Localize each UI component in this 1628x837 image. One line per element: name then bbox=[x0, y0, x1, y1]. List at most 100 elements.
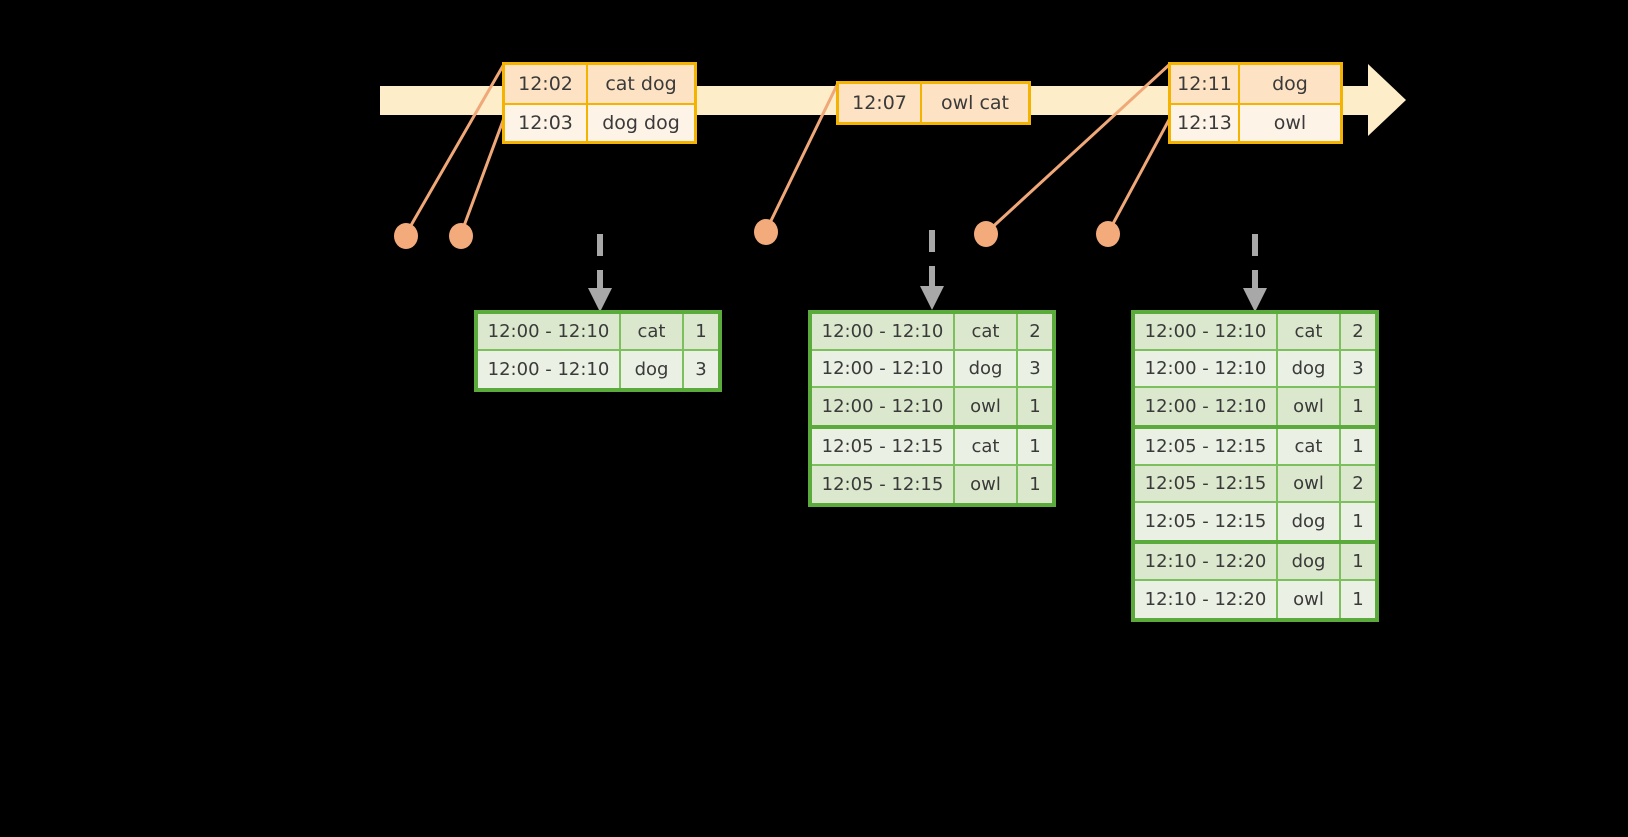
cell-count: 1 bbox=[1029, 474, 1041, 495]
event-group-1: 12:02 cat dog 12:03 dog dog bbox=[502, 62, 697, 144]
connector-dot bbox=[974, 221, 998, 247]
connector-dot bbox=[449, 223, 473, 249]
cell-count: 2 bbox=[1352, 473, 1364, 494]
dashed-arrows bbox=[597, 230, 1258, 288]
timeline-arrow-head-icon bbox=[1368, 64, 1406, 136]
table-row: 12:05 - 12:15 dog 1 bbox=[1135, 503, 1375, 540]
event-row: 12:11 dog bbox=[1171, 65, 1340, 103]
cell-count: 3 bbox=[1352, 358, 1364, 379]
arrow-head-icon bbox=[920, 286, 944, 310]
cell-window: 12:00 - 12:10 bbox=[1135, 388, 1278, 425]
cell-word: dog bbox=[955, 351, 1018, 386]
cell-count: 1 bbox=[1352, 511, 1364, 532]
cell-window: 12:00 - 12:10 bbox=[812, 351, 955, 386]
table-row: 12:05 - 12:15 cat 1 bbox=[812, 429, 1052, 466]
table-row: 12:10 - 12:20 dog 1 bbox=[1135, 544, 1375, 581]
table-group: 12:10 - 12:20 dog 1 12:10 - 12:20 owl 1 bbox=[1135, 544, 1375, 618]
cell-window: 12:05 - 12:15 bbox=[1135, 466, 1278, 501]
cell-window: 12:05 - 12:15 bbox=[812, 429, 955, 464]
event-group-2: 12:07 owl cat bbox=[836, 81, 1031, 125]
cell-word: dog bbox=[1278, 544, 1341, 579]
event-time: 12:03 bbox=[505, 105, 588, 141]
connector-dot bbox=[1096, 221, 1120, 247]
cell-word: cat bbox=[1278, 429, 1341, 464]
cell-count: 1 bbox=[1352, 551, 1364, 572]
connector-dot bbox=[394, 223, 418, 249]
table-row: 12:00 - 12:10 cat 2 bbox=[812, 314, 1052, 351]
dashed-arrow-heads bbox=[588, 286, 1267, 312]
table-row: 12:05 - 12:15 owl 1 bbox=[812, 466, 1052, 503]
cell-count: 2 bbox=[1029, 321, 1041, 342]
cell-window: 12:00 - 12:10 bbox=[1135, 351, 1278, 386]
result-table-3: 12:00 - 12:10 cat 2 12:00 - 12:10 dog 3 … bbox=[1131, 310, 1379, 622]
table-group: 12:00 - 12:10 cat 2 12:00 - 12:10 dog 3 … bbox=[1135, 314, 1375, 429]
arrow-head-icon bbox=[588, 288, 612, 312]
cell-word: owl bbox=[955, 466, 1018, 503]
table-group: 12:05 - 12:15 cat 1 12:05 - 12:15 owl 1 bbox=[812, 429, 1052, 503]
event-row: 12:13 owl bbox=[1171, 103, 1340, 141]
cell-window: 12:05 - 12:15 bbox=[812, 466, 955, 503]
cell-count: 3 bbox=[1029, 358, 1041, 379]
table-row: 12:00 - 12:10 owl 1 bbox=[1135, 388, 1375, 425]
event-time: 12:02 bbox=[505, 65, 588, 103]
event-time: 12:11 bbox=[1171, 65, 1240, 103]
event-time: 12:13 bbox=[1171, 105, 1240, 141]
cell-word: owl bbox=[1278, 388, 1341, 425]
cell-window: 12:00 - 12:10 bbox=[478, 314, 621, 349]
cell-count: 1 bbox=[1352, 436, 1364, 457]
cell-window: 12:10 - 12:20 bbox=[1135, 581, 1278, 618]
cell-window: 12:00 - 12:10 bbox=[1135, 314, 1278, 349]
cell-window: 12:05 - 12:15 bbox=[1135, 503, 1278, 540]
cell-count: 3 bbox=[695, 359, 707, 380]
cell-window: 12:00 - 12:10 bbox=[812, 388, 955, 425]
cell-word: cat bbox=[955, 314, 1018, 349]
table-row: 12:00 - 12:10 cat 2 bbox=[1135, 314, 1375, 351]
event-words: dog dog bbox=[602, 112, 680, 134]
cell-word: cat bbox=[1278, 314, 1341, 349]
event-time: 12:07 bbox=[839, 84, 922, 122]
event-group-3: 12:11 dog 12:13 owl bbox=[1168, 62, 1343, 144]
event-words: owl bbox=[1273, 112, 1307, 134]
cell-word: dog bbox=[1278, 503, 1341, 540]
cell-word: owl bbox=[1278, 466, 1341, 501]
table-row: 12:00 - 12:10 dog 3 bbox=[1135, 351, 1375, 388]
cell-count: 1 bbox=[1029, 436, 1041, 457]
connector-lines bbox=[404, 62, 1172, 235]
cell-count: 1 bbox=[1352, 396, 1364, 417]
cell-window: 12:00 - 12:10 bbox=[812, 314, 955, 349]
event-row: 12:07 owl cat bbox=[839, 84, 1028, 122]
event-words: owl cat bbox=[940, 92, 1010, 114]
table-group: 12:00 - 12:10 cat 1 12:00 - 12:10 dog 3 bbox=[478, 314, 718, 388]
cell-word: cat bbox=[955, 429, 1018, 464]
cell-window: 12:00 - 12:10 bbox=[478, 351, 621, 388]
table-row: 12:00 - 12:10 owl 1 bbox=[812, 388, 1052, 425]
table-row: 12:00 - 12:10 dog 3 bbox=[478, 351, 718, 388]
result-table-2: 12:00 - 12:10 cat 2 12:00 - 12:10 dog 3 … bbox=[808, 310, 1056, 507]
event-words: cat dog bbox=[605, 73, 677, 95]
table-group: 12:00 - 12:10 cat 2 12:00 - 12:10 dog 3 … bbox=[812, 314, 1052, 429]
cell-count: 1 bbox=[1352, 589, 1364, 610]
cell-count: 2 bbox=[1352, 321, 1364, 342]
connector-dots bbox=[394, 219, 1120, 249]
connector-dot bbox=[754, 219, 778, 245]
cell-count: 1 bbox=[695, 321, 707, 342]
table-row: 12:10 - 12:20 owl 1 bbox=[1135, 581, 1375, 618]
result-table-1: 12:00 - 12:10 cat 1 12:00 - 12:10 dog 3 bbox=[474, 310, 722, 392]
cell-word: owl bbox=[955, 388, 1018, 425]
table-row: 12:05 - 12:15 cat 1 bbox=[1135, 429, 1375, 466]
cell-window: 12:10 - 12:20 bbox=[1135, 544, 1278, 579]
cell-window: 12:05 - 12:15 bbox=[1135, 429, 1278, 464]
event-row: 12:02 cat dog bbox=[505, 65, 694, 103]
event-row: 12:03 dog dog bbox=[505, 103, 694, 141]
cell-word: owl bbox=[1278, 581, 1341, 618]
table-row: 12:05 - 12:15 owl 2 bbox=[1135, 466, 1375, 503]
table-row: 12:00 - 12:10 dog 3 bbox=[812, 351, 1052, 388]
table-group: 12:05 - 12:15 cat 1 12:05 - 12:15 owl 2 … bbox=[1135, 429, 1375, 544]
arrow-head-icon bbox=[1243, 288, 1267, 312]
cell-count: 1 bbox=[1029, 396, 1041, 417]
event-words: dog bbox=[1272, 73, 1308, 95]
cell-word: cat bbox=[621, 314, 684, 349]
cell-word: dog bbox=[621, 351, 684, 388]
